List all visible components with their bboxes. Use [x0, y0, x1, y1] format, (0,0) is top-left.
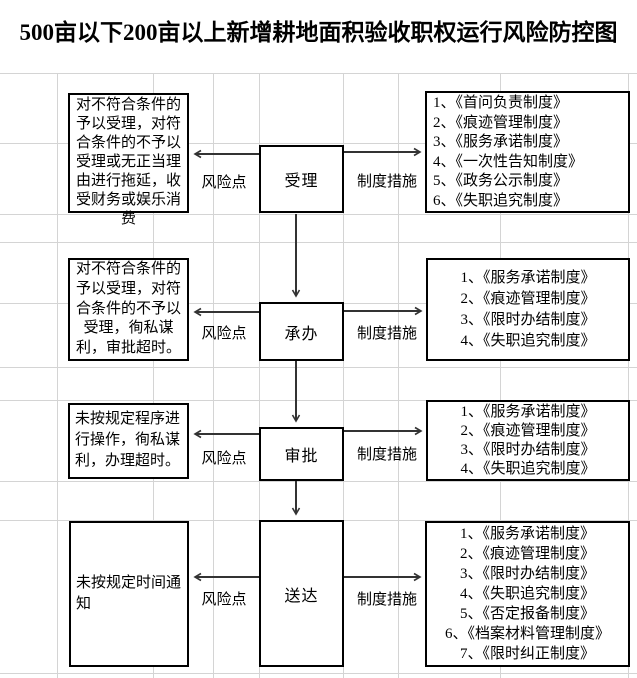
measure-label: 制度措施	[356, 326, 418, 342]
measure-label: 制度措施	[356, 592, 418, 608]
risk-point-label: 风险点	[201, 175, 247, 191]
gridline-horizontal	[0, 367, 637, 368]
measure-item: 6、《失职追究制度》	[433, 192, 569, 209]
measure-item: 6、《档案材料管理制度》	[444, 626, 610, 642]
measure-item: 3、《服务承诺制度》	[433, 134, 569, 150]
measure-item: 3、《限时办结制度》	[460, 441, 596, 458]
measure-item: 3、《限时办结制度》	[459, 566, 595, 582]
stage-box-songda: 送达	[259, 520, 344, 667]
risk-text: 未按规定时间通知	[76, 575, 182, 612]
gridline-vertical	[57, 73, 58, 678]
measures-box-chengban: 1、《服务承诺制度》 2、《痕迹管理制度》 3、《限时办结制度》 4、《失职追究…	[426, 258, 630, 361]
gridline-vertical	[628, 73, 629, 678]
gridline-horizontal	[0, 143, 637, 144]
measure-item: 1、《服务承诺制度》	[459, 526, 595, 542]
risk-point-label: 风险点	[201, 451, 247, 467]
gridline-vertical	[398, 73, 399, 678]
measure-item: 2、《痕迹管理制度》	[459, 546, 595, 562]
gridline-horizontal	[0, 481, 637, 482]
measures-box-shenpi: 1、《服务承诺制度》 2、《痕迹管理制度》 3、《限时办结制度》 4、《失职追究…	[426, 400, 630, 481]
risk-box-shenpi: 未按规定程序进行操作，徇私谋利，办理超时。	[68, 403, 189, 479]
risk-box-chengban: 对不符合条件的予以受理，对符合条件的不予以受理，徇私谋利，审批超时。	[68, 258, 189, 361]
measure-item: 4、《失职追究制度》	[459, 586, 595, 602]
measures-box-songda: 1、《服务承诺制度》 2、《痕迹管理制度》 3、《限时办结制度》 4、《失职追究…	[425, 521, 630, 667]
measure-item: 3、《限时办结制度》	[460, 311, 596, 328]
measures-box-shouli: 1、《首问负责制度》 2、《痕迹管理制度》 3、《服务承诺制度》 4、《一次性告…	[425, 91, 630, 213]
measure-item: 5、《否定报备制度》	[459, 606, 595, 622]
measure-item: 4、《一次性告知制度》	[433, 153, 584, 170]
risk-point-label: 风险点	[201, 326, 247, 342]
gridline-vertical	[343, 73, 344, 678]
gridline-horizontal	[0, 214, 637, 215]
measure-label: 制度措施	[356, 174, 418, 190]
measure-item: 1、《首问负责制度》	[433, 95, 569, 111]
stage-box-chengban: 承办	[259, 302, 344, 361]
risk-point-label: 风险点	[201, 592, 247, 608]
gridline-vertical	[213, 73, 214, 678]
measure-item: 5、《政务公示制度》	[433, 173, 569, 189]
risk-box-songda: 未按规定时间通知	[69, 521, 189, 667]
gridline-horizontal	[0, 242, 637, 243]
measure-label: 制度措施	[356, 447, 418, 463]
measure-item: 2、《痕迹管理制度》	[433, 114, 569, 131]
measure-item: 7、《限时纠正制度》	[459, 646, 595, 662]
risk-text: 对不符合条件的予以受理，对符合条件的不予以受理，徇私谋利，审批超时。	[75, 261, 181, 357]
gridline-vertical	[500, 73, 501, 678]
measure-item: 1、《服务承诺制度》	[460, 269, 596, 286]
measure-item: 4、《失职追究制度》	[460, 332, 596, 349]
gridline-vertical	[153, 73, 154, 678]
risk-box-shouli: 对不符合条件的予以受理，对符合条件的不予以受理或无正当理由进行拖延，收受财务或娱…	[68, 93, 189, 227]
gridline-horizontal	[0, 673, 637, 674]
gridline-horizontal	[0, 73, 637, 74]
stage-box-shenpi: 审批	[259, 427, 344, 481]
page-title: 500亩以下200亩以上新增耕地面积验收职权运行风险防控图	[19, 20, 618, 45]
measure-item: 2、《痕迹管理制度》	[460, 422, 596, 439]
measure-item: 4、《失职追究制度》	[460, 460, 596, 477]
measure-item: 1、《服务承诺制度》	[460, 403, 596, 420]
gridline-horizontal	[0, 400, 637, 401]
measure-item: 2、《痕迹管理制度》	[460, 290, 596, 307]
gridline-vertical	[259, 73, 260, 678]
stage-box-shouli: 受理	[259, 145, 344, 213]
